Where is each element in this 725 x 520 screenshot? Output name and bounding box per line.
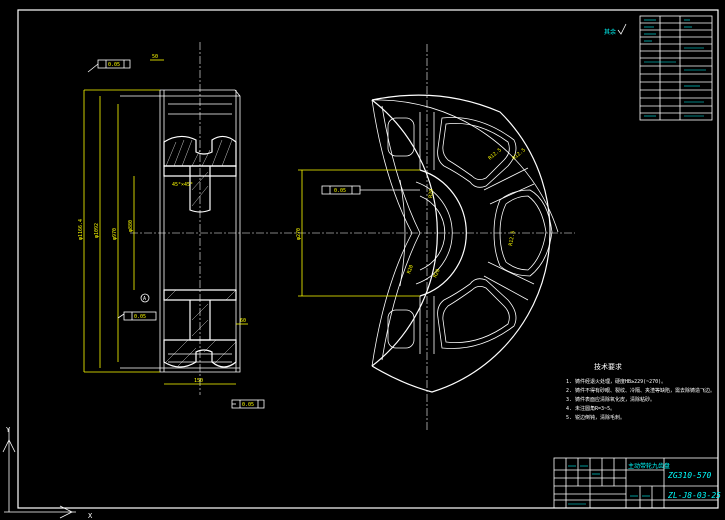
dim-w-right: 60 <box>240 318 246 324</box>
roughness-note: 其余 <box>604 23 627 36</box>
diameter-dimensions <box>83 89 160 373</box>
sheet-frame <box>17 9 719 509</box>
fillet-label-5: R12.5 <box>508 230 517 246</box>
section-hatching <box>165 139 237 367</box>
lightening-holes <box>387 117 553 349</box>
fillet-label-4: R20 <box>406 264 415 275</box>
sheet-code: ZL-J8-03-25 <box>667 491 721 500</box>
fillet-label-3: R20 <box>432 268 441 279</box>
dim-d1: φ1166.4 <box>78 219 84 240</box>
parameter-table <box>639 15 713 121</box>
tech-item-2: 2. 铸件不得有砂眼、裂纹、冷隔、夹渣等缺陷，需去除铸造飞边。 <box>566 387 715 394</box>
dim-w-bottom: 150 <box>194 378 203 384</box>
svg-text:Y: Y <box>6 426 11 434</box>
tolerance-frame-4: 0.05 <box>321 185 420 195</box>
tolerance-frame-3: 0.05 <box>231 399 265 409</box>
tech-item-5: 5. 锐边倒钝，清除毛刺。 <box>566 414 625 421</box>
svg-text:0.05: 0.05 <box>334 188 346 194</box>
svg-text:0.05: 0.05 <box>242 402 254 408</box>
tech-heading: 技术要求 <box>594 362 622 371</box>
svg-text:0.05: 0.05 <box>134 314 146 320</box>
fillet-label-1: R12.5 <box>487 147 502 161</box>
dim-bore: φ270 <box>296 228 302 240</box>
fillet-label-6: R20 <box>428 189 435 199</box>
svg-text:A: A <box>143 296 146 302</box>
svg-text:0.05: 0.05 <box>108 62 120 68</box>
svg-text:其余: 其余 <box>604 28 616 36</box>
front-view: R12.5 R12.5 R20 R20 R12.5 R20 φ270 0.05 <box>296 44 559 432</box>
datum-symbol <box>140 293 150 303</box>
drawing-number: ZG310-570 <box>667 471 712 480</box>
tech-item-4: 4. 未注圆角R=3~5。 <box>566 405 615 412</box>
ucs-icon: Y X <box>2 426 93 520</box>
title-block: 主动带轮九齿盘 ZG310-570 ZL-J8-03-25 <box>553 457 721 509</box>
dim-d4: φ880 <box>128 220 134 232</box>
tolerance-frame-2: 0.05 <box>117 311 157 321</box>
tech-item-3: 3. 铸件表面应清除氧化皮，清除粘砂。 <box>566 396 655 403</box>
tolerance-frame-1: 0.05 <box>87 59 131 73</box>
spokes <box>419 112 535 354</box>
dim-w-top: 50 <box>152 54 158 60</box>
dim-d3: φ970 <box>112 228 118 240</box>
svg-text:X: X <box>88 512 93 520</box>
tech-requirements: 技术要求 1. 铸件经退火处理，硬度HB≥229(~270)。 2. 铸件不得有… <box>566 362 715 421</box>
fillet-label-2: R12.5 <box>511 147 526 161</box>
tech-item-1: 1. 铸件经退火处理，硬度HB≥229(~270)。 <box>566 378 666 385</box>
dim-angle: 45°×45° <box>172 182 193 188</box>
section-view: φ1166.4 φ1092 φ970 φ880 50 150 60 45°×45… <box>78 42 575 409</box>
part-name: 主动带轮九齿盘 <box>628 462 670 470</box>
dim-d2: φ1092 <box>94 223 100 238</box>
